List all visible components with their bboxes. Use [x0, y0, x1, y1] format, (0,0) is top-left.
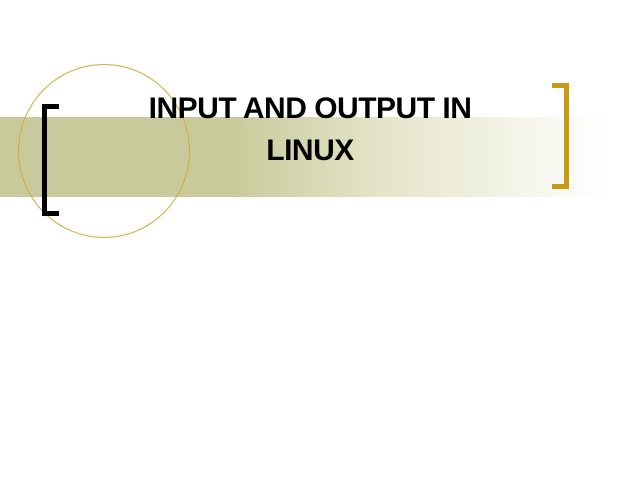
right-bracket-decoration: [552, 83, 569, 189]
slide-title-line-2: LINUX: [266, 134, 354, 167]
slide-title: INPUT AND OUTPUT IN LINUX: [90, 88, 530, 172]
slide-title-line-1: INPUT AND OUTPUT IN: [148, 92, 472, 125]
left-bracket-decoration: [42, 104, 59, 216]
decorative-circle: [18, 64, 190, 238]
